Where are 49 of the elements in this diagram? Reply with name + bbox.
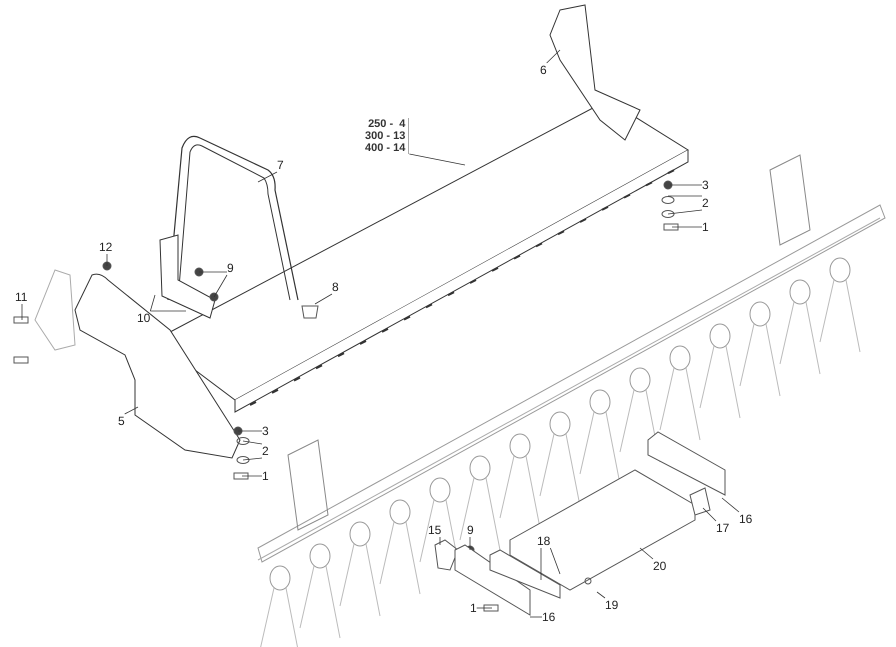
callout-number: 400 - 14 [365,142,406,154]
leader-line [408,154,466,166]
leader-line [702,508,716,522]
callout-number: 16 [542,610,556,624]
leader-line [722,498,740,512]
leader-line [668,210,702,214]
leader-line [596,592,606,598]
callout-number: 1 [470,601,477,615]
callout-number: 2 [262,444,269,458]
callout-number: 11 [15,290,28,304]
callout-number: 7 [277,158,284,172]
callout-number: 18 [537,534,550,548]
callout-number: 8 [332,280,339,294]
leader-line [530,616,542,618]
leader-line [242,458,262,460]
model-callout-list [365,118,410,154]
leader-line [670,184,702,186]
callout-number: 17 [716,521,730,535]
callout-number: 300 - 13 [365,130,406,142]
leader-line [540,548,542,580]
leader-line [150,310,186,312]
callout-number: 9 [227,261,234,275]
callout-number: 12 [99,240,112,254]
callout-number: 3 [262,424,269,438]
leader-line [640,548,654,560]
leader-line [124,406,138,414]
callout-number: 16 [739,512,752,526]
callout-number: 2 [702,196,709,210]
leader-line [242,440,262,444]
leader-line [150,294,156,312]
leader-line [546,50,560,64]
leader-line [314,294,332,304]
callout-number: 3 [702,178,709,192]
callout-number: 9 [467,523,474,537]
callout-number: 20 [653,559,666,573]
callout-number: 10 [137,311,150,325]
leader-line [238,430,262,432]
leader-line [258,172,278,182]
callout-number: 1 [262,469,269,483]
callout-number: 1 [702,220,709,234]
callout-number: 15 [428,523,442,537]
leader-line [672,226,702,228]
leader-line [106,254,108,266]
leader-line [214,274,228,298]
callout-number: 6 [540,63,547,77]
callout-number: 250 - 4 [367,118,406,130]
callout-number: 19 [605,598,618,612]
leader-line [550,548,560,574]
callout-number: 5 [118,414,125,428]
